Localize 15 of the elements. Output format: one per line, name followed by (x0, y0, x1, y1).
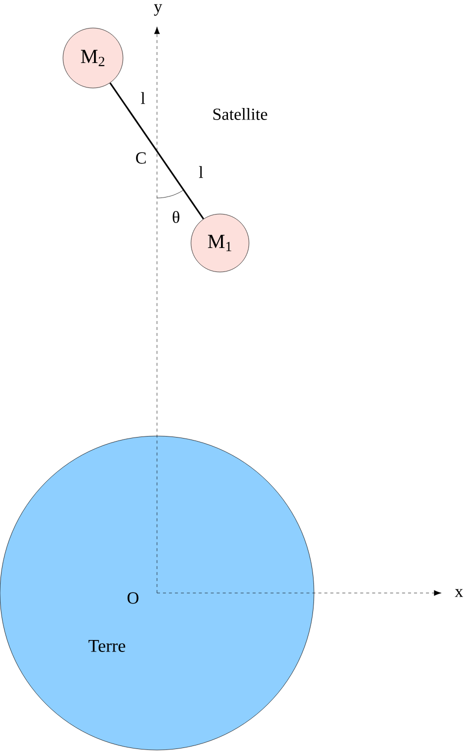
rod (109, 82, 204, 220)
angle-label: θ (172, 211, 180, 224)
mass-circle (190, 214, 250, 272)
mass-circle (62, 28, 124, 88)
satellite-label: Satellite (213, 108, 268, 120)
earth-label: Terre (88, 640, 126, 652)
origin-label: O (128, 592, 138, 604)
mass-label: M$_{1}$ (208, 234, 232, 252)
length-label: l (141, 92, 145, 104)
point-label: C (136, 152, 146, 164)
earth-circle (0, 436, 314, 750)
length-label: l (199, 166, 203, 178)
mass-label: M$_{2}$ (80, 50, 104, 66)
axis-label: x (454, 589, 464, 597)
axis-label: y (154, 4, 162, 16)
